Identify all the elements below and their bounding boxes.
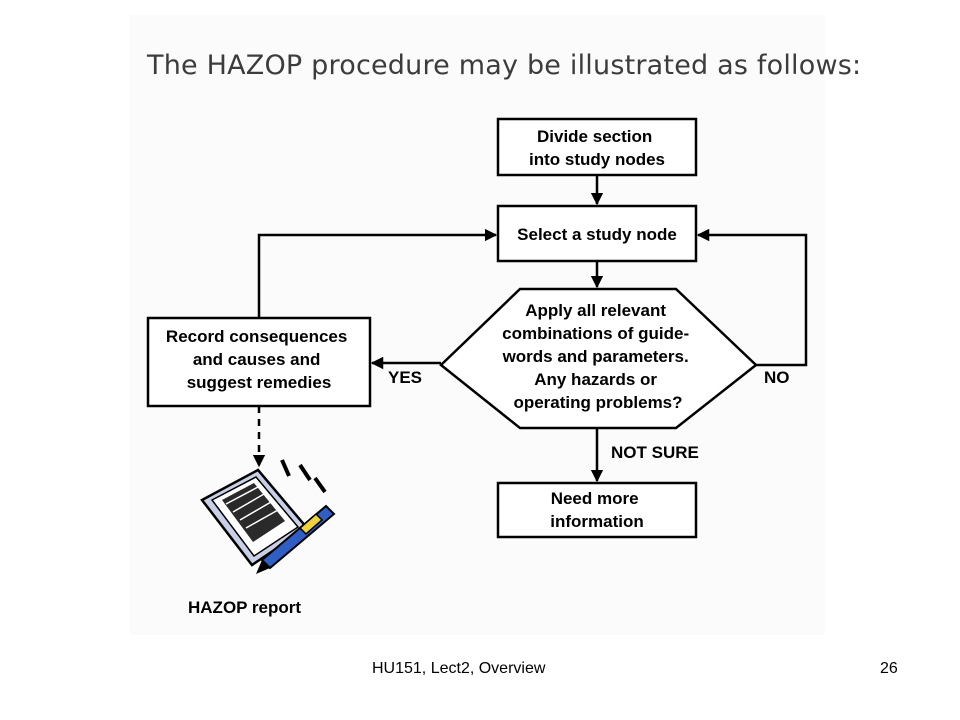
- edge-label-not-sure: NOT SURE: [611, 443, 699, 462]
- decision-line-5: operating problems?: [513, 393, 682, 412]
- slide-title: The HAZOP procedure may be illustrated a…: [147, 50, 862, 81]
- decision-line-3: words and parameters.: [502, 347, 689, 366]
- node-select-text: Select a study node: [517, 225, 677, 244]
- node-divide-line-2: into study nodes: [529, 150, 665, 169]
- decision-line-4: Any hazards or: [534, 370, 657, 389]
- node-record-line-1: Record consequences: [166, 327, 347, 346]
- edge-label-no: NO: [764, 368, 790, 387]
- node-record-line-3: suggest remedies: [187, 373, 332, 392]
- edge-label-yes: YES: [388, 368, 422, 387]
- node-divide-text: Divide section into study nodes: [529, 127, 665, 169]
- decision-text: Apply all relevant combinations of guide…: [502, 301, 694, 412]
- node-select-box: [496, 204, 698, 263]
- arrow-record-back-to-select: [257, 228, 498, 318]
- node-record-text: Record consequences and causes and sugge…: [166, 327, 352, 392]
- notepad-pen-icon: [200, 459, 336, 574]
- node-more-info-text: Need more information: [550, 489, 644, 531]
- node-select-line-1: Select a study node: [517, 225, 677, 244]
- arrow-decision-no-to-select: [696, 228, 808, 367]
- node-divide-line-1: Divide section: [537, 127, 652, 146]
- node-more-info-line-1: Need more: [551, 489, 639, 508]
- footer-course-label: HU151, Lect2, Overview: [372, 660, 546, 677]
- node-more-info-box: [496, 481, 698, 539]
- decision-line-2: combinations of guide-: [502, 324, 689, 343]
- report-caption: HAZOP report: [188, 598, 301, 617]
- decision-line-1: Apply all relevant: [525, 301, 666, 320]
- node-more-info-line-2: information: [550, 512, 644, 531]
- footer-page-number: 26: [880, 660, 898, 677]
- decision-hexagon: [439, 287, 758, 430]
- node-record-line-2: and causes and: [193, 350, 321, 369]
